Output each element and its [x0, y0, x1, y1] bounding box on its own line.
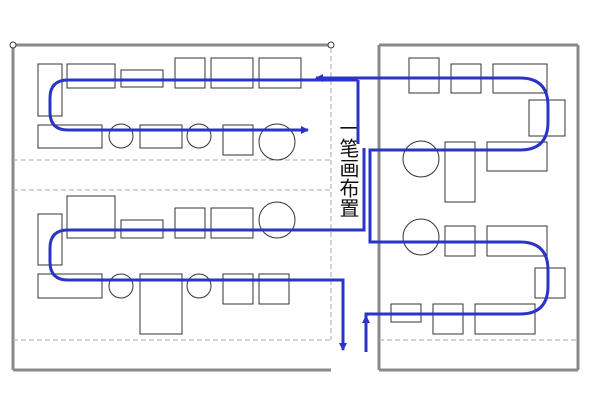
machine-block — [258, 57, 302, 89]
machine-block — [174, 57, 206, 89]
machine-block — [174, 207, 206, 239]
machine-block — [432, 303, 464, 335]
machine-block — [139, 273, 183, 335]
corner-handle-left — [9, 41, 17, 49]
right-building-walls — [377, 43, 580, 372]
round-machine — [108, 123, 134, 149]
round-machine — [258, 123, 296, 161]
machine-block — [66, 63, 116, 89]
round-machine — [186, 123, 212, 149]
machine-block — [474, 303, 536, 335]
machine-block — [408, 57, 440, 94]
machine-block — [37, 124, 103, 149]
round-machine — [402, 140, 440, 178]
zone-dividers — [13, 48, 578, 341]
machine-block — [534, 267, 566, 299]
machine-block — [37, 273, 103, 299]
round-machine — [402, 218, 440, 256]
round-machine — [186, 273, 212, 299]
round-machine — [258, 201, 296, 239]
machine-block — [210, 57, 254, 89]
left-building-walls — [11, 43, 331, 372]
layout-title-vertical: 一笔画布置 — [336, 118, 360, 218]
machine-block — [66, 195, 116, 239]
equipment-left-bottom — [37, 195, 296, 335]
corner-handle-right — [327, 41, 335, 49]
flow-path-left-lower — [48, 80, 366, 350]
equipment-left-top — [37, 57, 302, 161]
machine-block — [444, 141, 476, 203]
equipment-right-top — [402, 57, 566, 203]
machine-block — [210, 207, 254, 239]
machine-block — [139, 124, 183, 149]
flow-path-left — [48, 78, 358, 134]
equipment-right-bottom — [390, 218, 566, 335]
flow-path-right — [315, 74, 550, 352]
round-machine — [108, 273, 134, 299]
